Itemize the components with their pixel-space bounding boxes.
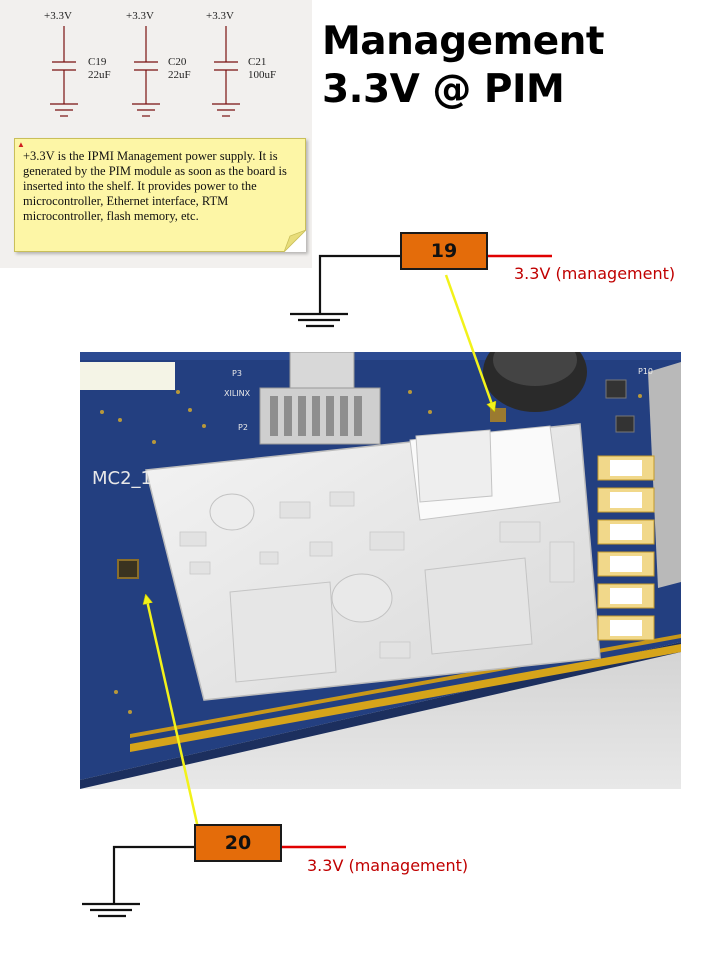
page-curl-icon [284,230,306,252]
pin-19-signal-label: 3.3V (management) [514,264,676,283]
pointer-arrow-19 [444,274,494,410]
cap-ref-c21: C21 [248,56,267,68]
pointer-arrow-20 [146,596,200,829]
pin-19-number: 19 [430,240,458,262]
pcb-board-render: MC2_1 XILINX P3 P2 P10 [80,352,681,789]
rail-label-c20: +3.3V [126,10,154,22]
slide-title: Management 3.3V @ PIM [322,18,605,114]
pin-19-box: 19 [400,232,488,270]
pin-20-number: 20 [224,832,252,854]
silk-p3: P3 [232,369,242,378]
title-line-2: 3.3V @ PIM [322,67,565,112]
silk-mc2-1: MC2_1 [92,468,152,489]
pin-20-box: 20 [194,824,282,862]
cap-value-c20: 22uF [168,69,191,81]
cap-ref-c20: C20 [168,56,187,68]
ground-symbol-20 [82,845,194,918]
cap-ref-c19: C19 [88,56,107,68]
rail-label-c21: +3.3V [206,10,234,22]
silk-p2: P2 [238,423,248,432]
cap-value-c19: 22uF [88,69,111,81]
cap-value-c21: 100uF [248,69,277,81]
rail-label-c19: +3.3V [44,10,72,22]
ground-symbol-19 [290,254,400,328]
note-marker-icon: ▲ [17,140,25,149]
note-text: +3.3V is the IPMI Management power suppl… [23,149,287,223]
silk-p10: P10 [638,367,653,376]
capacitor-schematic [50,26,240,117]
sticky-note: ▲ +3.3V is the IPMI Management power sup… [14,138,306,252]
title-line-1: Management [322,19,605,64]
pin-20-signal-label: 3.3V (management) [307,856,469,875]
silk-xilinx: XILINX [224,389,251,398]
